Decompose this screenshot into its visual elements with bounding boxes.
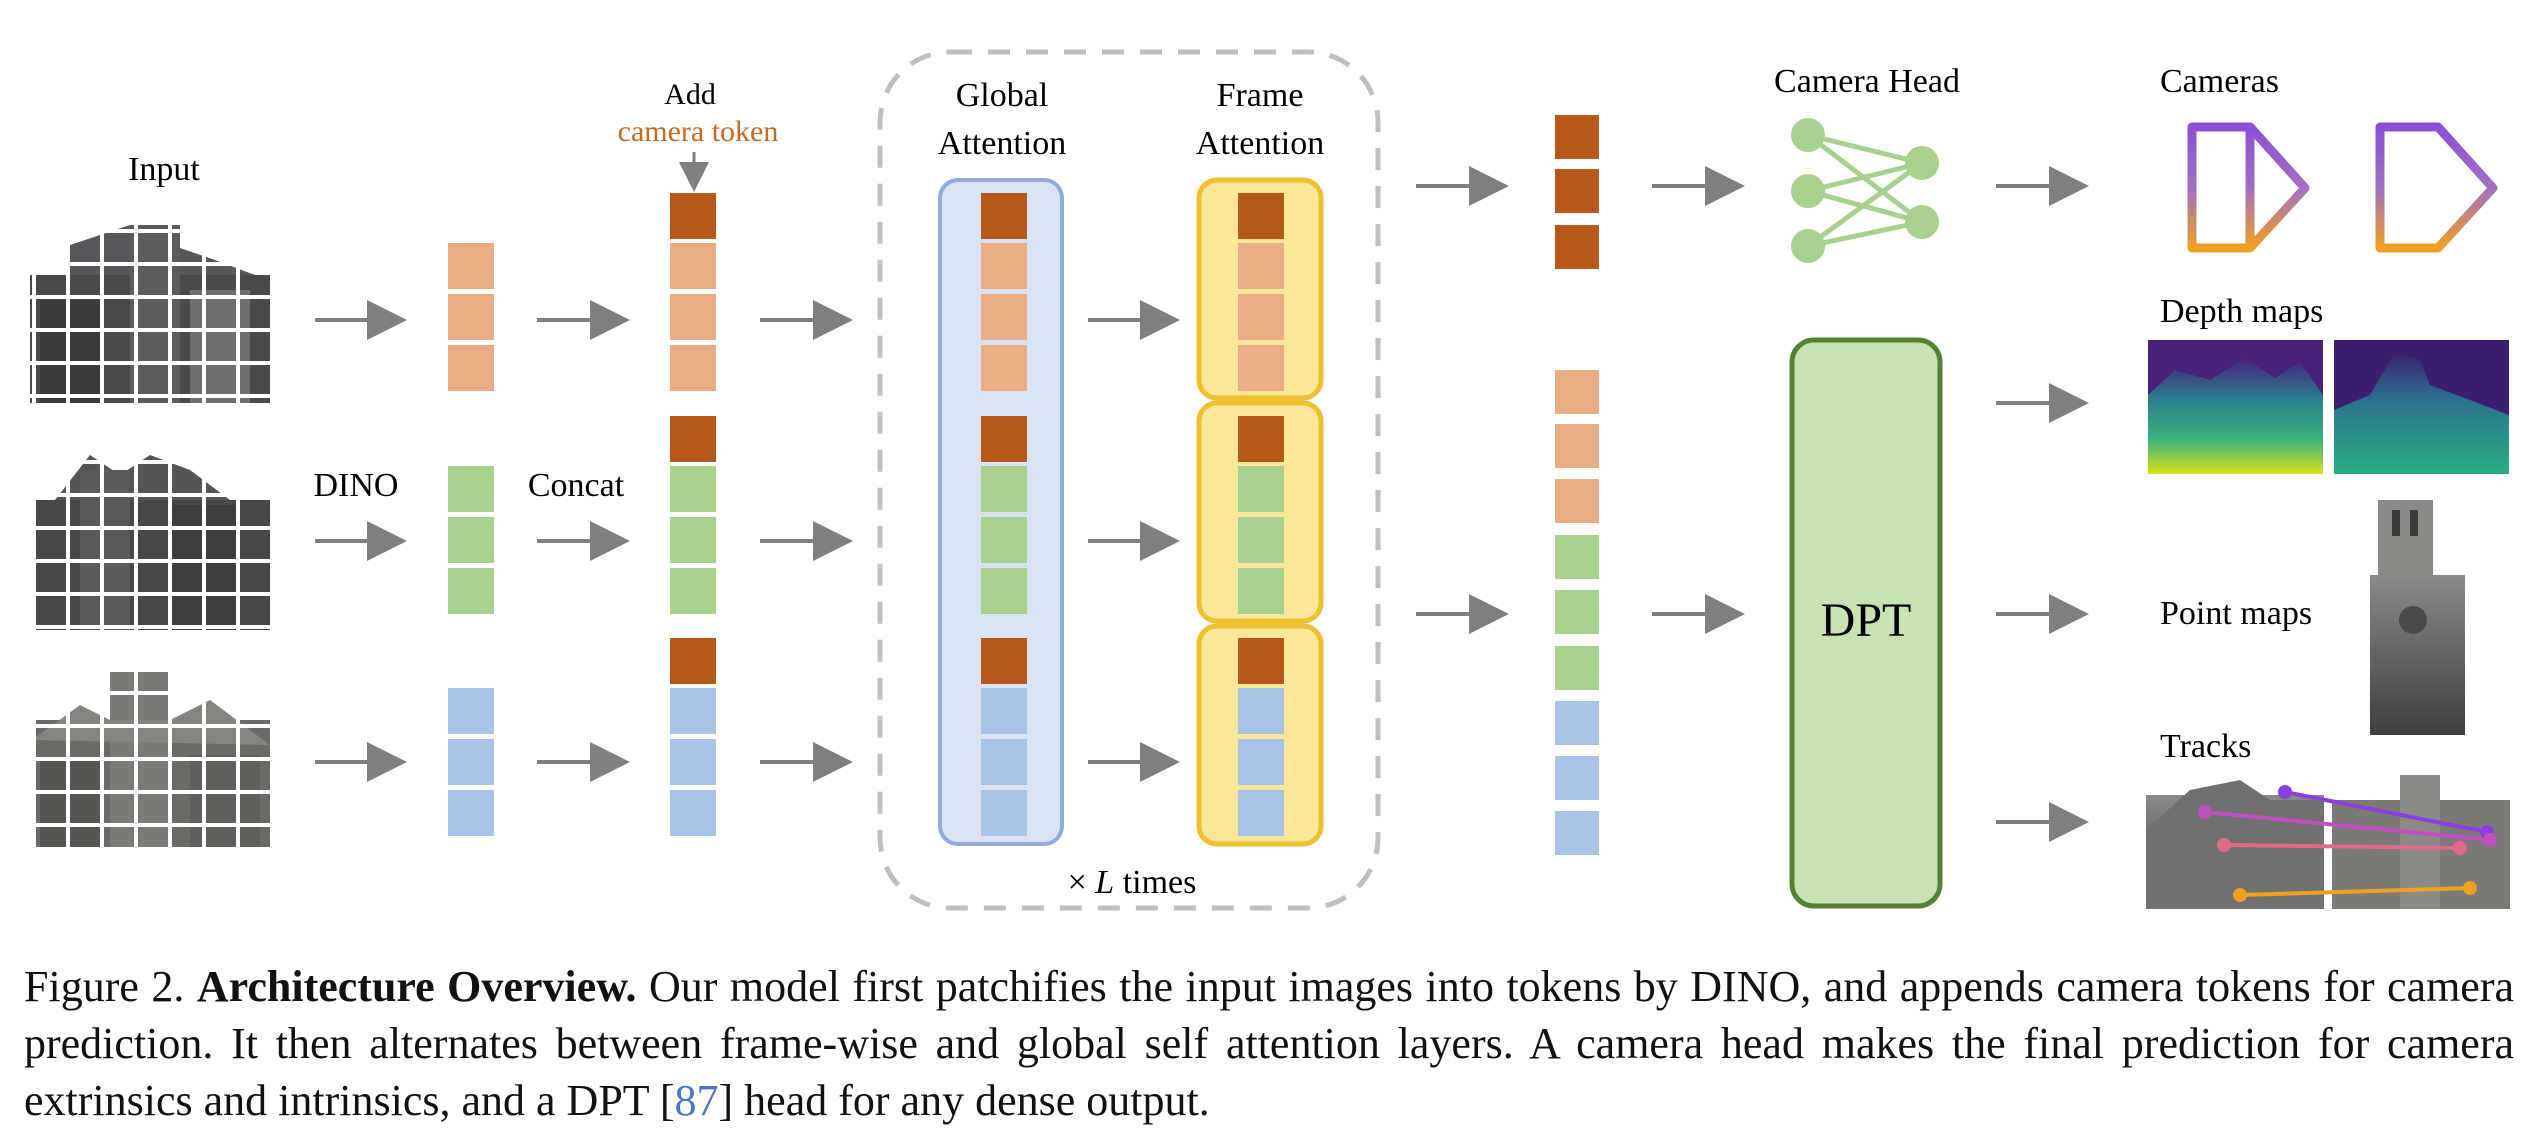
caption-text: Our model first patchifies the input ima… (24, 962, 2515, 1125)
frame-attention-label-line-1: Frame (1217, 77, 1304, 114)
architecture-diagram: Input DINO Concat Add camera token (30, 49, 2510, 911)
figure-label: Figure 2. (24, 962, 185, 1011)
repeat-count-label: × L times (1068, 864, 1197, 901)
output-patch-tokens (1555, 370, 1599, 855)
frame-attention-box-3 (1196, 623, 1324, 847)
depth-map-image-1 (2148, 340, 2323, 474)
caption-title: Architecture Overview. (196, 962, 637, 1011)
track-lines (2198, 785, 2497, 902)
point-maps-label: Point maps (2160, 595, 2312, 632)
dpt-box (1789, 337, 1943, 909)
add-label: Add (664, 78, 716, 111)
concat-label: Concat (528, 467, 625, 504)
global-attention-label-line-2: Attention (938, 125, 1066, 162)
depth-maps-label: Depth maps (2160, 293, 2323, 330)
tracks-image-1 (2146, 780, 2324, 909)
concat-tokens-frame-2 (670, 416, 716, 614)
camera-head-label: Camera Head (1774, 63, 1960, 100)
frame-attention-tokens (1238, 193, 1284, 836)
camera-head-network-icon (1791, 118, 1939, 263)
input-image-3 (32, 672, 270, 847)
frame-attention-label-line-2: Attention (1196, 125, 1324, 162)
cameras-label: Cameras (2160, 63, 2279, 100)
camera-frustum-icon-1 (2187, 122, 2310, 253)
output-camera-tokens (1555, 115, 1599, 269)
dino-tokens-frame-3 (448, 688, 494, 836)
dino-tokens-frame-1 (448, 243, 494, 391)
dino-tokens-frame-2 (448, 466, 494, 614)
concat-tokens-frame-1 (670, 193, 716, 391)
caption-text-end: ] head for any dense output. (718, 1076, 1210, 1125)
global-attention-tokens (981, 193, 1027, 836)
camera-frustum-icon-2 (2375, 122, 2498, 253)
input-label: Input (128, 151, 200, 188)
depth-map-image-2 (2334, 340, 2509, 474)
flow-arrows (315, 166, 2089, 842)
concat-tokens-frame-3 (670, 638, 716, 836)
figure-caption: Figure 2. Architecture Overview. Our mod… (24, 958, 2514, 1129)
point-map-image (2370, 500, 2465, 735)
citation-link[interactable]: 87 (674, 1076, 719, 1125)
global-attention-label-line-1: Global (956, 77, 1049, 114)
dino-label: DINO (314, 467, 399, 504)
camera-token-label: camera token (618, 115, 779, 148)
tracks-label: Tracks (2160, 728, 2251, 765)
input-image-1 (30, 225, 270, 403)
input-image-2 (32, 455, 270, 630)
dpt-label: DPT (1821, 594, 1912, 647)
